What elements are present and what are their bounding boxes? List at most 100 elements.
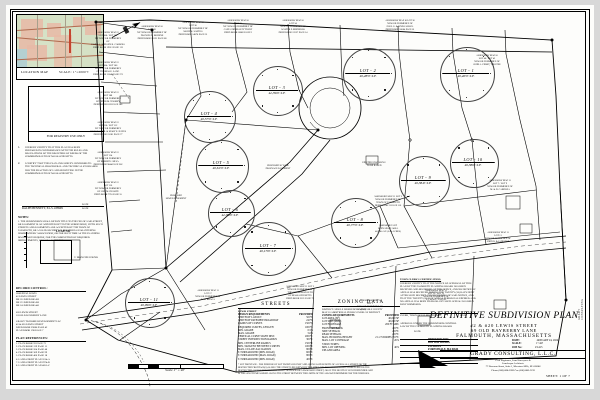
abutter-line: [102, 111, 161, 115]
lot-corner-marker: [209, 138, 211, 140]
map-annotation: ASSESSORS' MAP 12 LOT 100 / LOT 102 N/F …: [90, 32, 126, 49]
contour-line: [95, 321, 145, 363]
concrete-bound-found: [164, 266, 168, 270]
table-cell-label: LOT SIZE (MIN.): [322, 320, 342, 324]
table-cell-label: STREET INTERSECTION RADIUS: [238, 338, 278, 342]
table-cell-value: 2 1/2 STORIES 35 FT.: [375, 336, 399, 340]
table-cell-label: MIN. LOT OPENING: [322, 345, 346, 349]
lot-area: 40,465± S.F.: [457, 74, 475, 79]
bound-to-be-set: [408, 138, 412, 142]
record-control-lines: JOSEPH M. LEWIS 42 LEWIS STREET BK 20 /D…: [16, 292, 62, 333]
firm-line-1: Civil Engineers, Land Surveyors &: [495, 358, 531, 362]
table-cell-label: WIDTH OF PAVEMENT/ROADWAY: [238, 319, 279, 323]
south-lot-line: [309, 287, 315, 369]
map-annotation: PROPOSED SEWER EASEMENT: [165, 195, 187, 200]
lot-corner-marker: [445, 180, 447, 182]
lot-corner-marker: [261, 105, 264, 107]
lot-corner-marker: [351, 56, 354, 59]
lot-number: LOT - 4: [200, 111, 218, 116]
map-annotation: PROPOSED 20' WIDE DRAINAGE EASEMENT: [265, 165, 291, 170]
table-cell-label: MAX. GRADE: [238, 331, 255, 335]
lot-corner-marker: [284, 264, 286, 266]
table-cell-value: 40 FT.: [306, 357, 313, 361]
certifications-block: 1. I HEREBY CERTIFY THAT THIS PLAN HAS B…: [18, 146, 104, 179]
plan-references-lines: 1. PLAN BOOK 92 PAGE 72 2. PLAN BOOK 129…: [16, 342, 50, 367]
lot-circle: [398, 155, 450, 207]
south-lot-line: [469, 255, 475, 361]
table-cell-value: 40,000 SF: [388, 316, 399, 320]
lot-corner-marker: [224, 100, 227, 102]
table-cell-value: 40%: [394, 345, 399, 349]
map-annotation: ASSESSORS' MAP 10 LOT 40 / LOT 42 NOW OR…: [473, 55, 501, 66]
map-annotation: EXISTING DWELLING TO BE RAZED: [362, 162, 386, 167]
lot-corner-marker: [298, 90, 300, 92]
lot-corner-marker: [482, 56, 485, 58]
firm-name: GRADY CONSULTING, L.L.C.: [470, 351, 556, 357]
legend-tick: [24, 248, 26, 249]
plan-address-1: #2 & #20 LEWIS STREET: [470, 322, 538, 328]
easement-line: [111, 73, 131, 101]
sheet-edge-label: GRADY CONSULTING: [578, 298, 584, 320]
lot-number: LOT - 10: [463, 157, 483, 162]
zoning-table-header-row: ZONING REQUIREMENTS PROVIDED: [322, 314, 400, 317]
lot-line: [165, 119, 187, 269]
certification-text: I HEREBY CERTIFY THAT THIS PLAN HAS BEEN…: [25, 146, 88, 159]
lot-line: [340, 51, 345, 97]
zoning-table-subtitle2: MAP 10 ADDITIONAL PUBLIC OVERLAY DISTRIC…: [322, 310, 381, 314]
table-cell-value: [367, 349, 400, 352]
job-value: 23-415: [535, 345, 543, 349]
table-cell-value: 100 FT.: [304, 325, 313, 329]
lot-circle: [342, 47, 396, 101]
lot-corner-marker: [473, 141, 475, 143]
table-cell-value: 0.5%: [307, 328, 313, 332]
lot-number: LOT - 9: [414, 175, 432, 180]
lot-corner-marker: [407, 195, 409, 197]
table-cell-label: MAX. BUILDING HEIGHT: [322, 336, 353, 340]
table-row: MAX. BUILDING HEIGHT 2 1/2 STORIES 35 FT.: [322, 336, 400, 339]
concrete-bound-found: [94, 20, 98, 24]
lot-line: [297, 235, 333, 279]
lot-number: LOT - 3: [268, 85, 286, 90]
certification-number: 1.: [18, 146, 21, 149]
existing-structure-to-be-razed: [365, 155, 379, 165]
lot-corner-marker: [473, 183, 475, 185]
lot-corner-marker: [170, 302, 172, 304]
existing-structure: [329, 319, 341, 329]
table-cell-value: 100 FT.: [304, 344, 313, 348]
lot-corner-marker: [494, 162, 496, 164]
lot-area: 40,384± S.F.: [414, 181, 432, 186]
locmap-road-6: [81, 15, 82, 68]
map-annotation: ASSESSORS' MAP 10 LOT 36 NOW OR FORMERLY…: [385, 20, 415, 31]
lot-number: LOT - 8: [346, 217, 364, 222]
date-label: DATE:: [512, 339, 520, 342]
table-cell-value: 200 FT MIN.: [385, 323, 399, 327]
lot-line: [165, 267, 206, 331]
table-cell-value: 30 FT.: [306, 338, 313, 342]
table-cell-label: MIN. TANGENT BETWEEN CURVES: [238, 344, 280, 348]
lot-corner-marker: [277, 111, 279, 113]
contour-line: [85, 319, 151, 389]
map-annotation: ASSESSORS' MAP 12 LOT 116 N/F NOW OR FOR…: [94, 182, 122, 196]
table-row: STREET INTERSECTION RADIUS 30 FT.: [238, 338, 314, 341]
lot-corner-marker: [215, 197, 218, 200]
abutter-line: [234, 21, 237, 51]
firm-line-3: 77 Sherman Street, Suite 1, Marstons Mil…: [485, 365, 541, 369]
legend-title: LEGEND: [56, 229, 71, 233]
prepared-for-block: PREPARED FOR: BAY WAY HOMES P.O. BOX 8 F…: [428, 338, 498, 351]
lot-corner-marker: [230, 192, 232, 194]
lot-line: [379, 205, 399, 249]
lot-line: [397, 231, 561, 249]
map-annotation: ASSESSORS' MAP 11 LOT 17 NOW OR FORMERLY…: [195, 290, 221, 301]
table-cell-value: 40,000 SF: [388, 320, 399, 324]
table-cell-value: 20 FT.: [392, 333, 399, 336]
table-cell-value: 60 FT.: [306, 351, 313, 355]
date-value: JANUARY 24, 2024: [536, 339, 559, 342]
table-cell-label: UPLAND AREA: [322, 349, 341, 353]
lot-area: 40,990± S.F.: [140, 303, 158, 308]
